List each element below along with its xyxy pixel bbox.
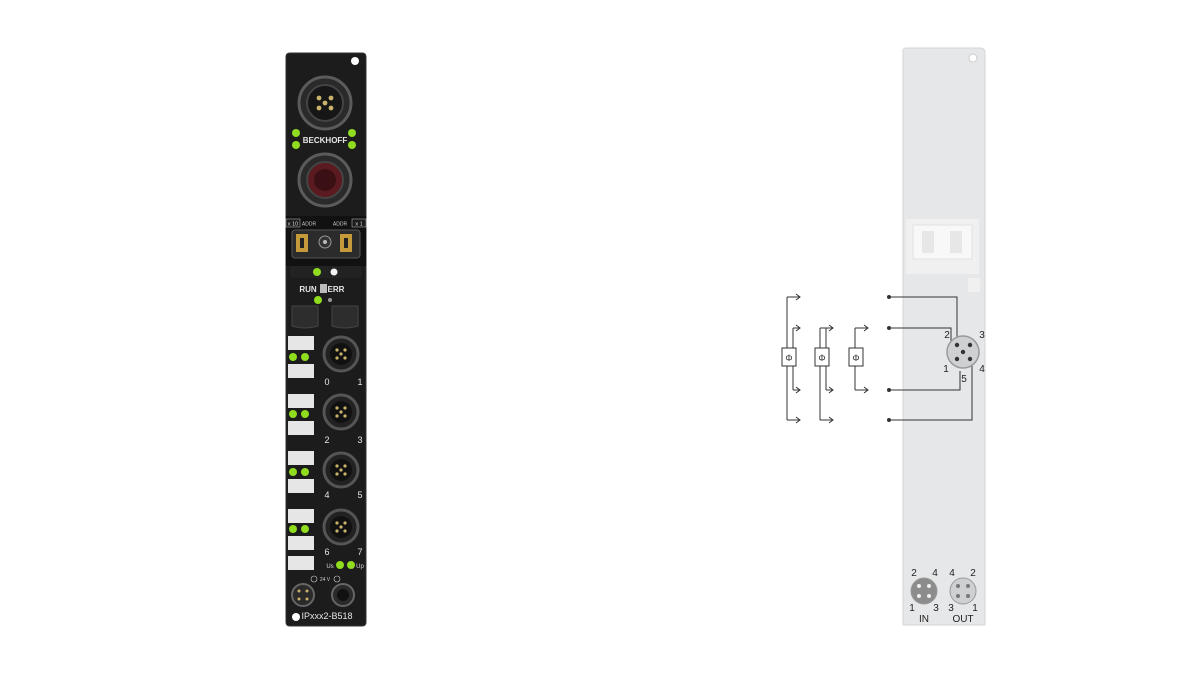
fieldbus-connector-in[interactable]	[297, 75, 353, 131]
channel-label: 7	[357, 547, 362, 557]
channel-group-2-3: 2 3	[288, 393, 363, 445]
pin-label: 1	[972, 603, 978, 614]
pin-label: 3	[948, 603, 954, 614]
pin-label: 4	[932, 568, 938, 579]
address-switch-x10[interactable]	[296, 234, 308, 252]
power-out-label: OUT	[952, 614, 973, 625]
err-led	[330, 268, 338, 276]
pin-label: 2	[970, 568, 976, 579]
channel-label: 1	[357, 377, 362, 387]
fieldbus-connector-out[interactable]	[297, 152, 353, 208]
channel-label: 6	[324, 547, 329, 557]
channel-label: 5	[357, 490, 362, 500]
status-led	[292, 129, 300, 137]
up-label: Up	[356, 564, 364, 570]
svg-text:Φ: Φ	[785, 353, 792, 363]
up-led	[347, 561, 355, 569]
run-label: RUN	[299, 285, 317, 294]
power-connector-in[interactable]	[291, 583, 315, 607]
power-in-pinout: 2 4 1 3 IN	[909, 568, 939, 625]
model-label: IPxxx2-B518	[301, 611, 352, 621]
pin-label: 2	[944, 330, 950, 341]
io-connector-0-1[interactable]	[322, 335, 360, 373]
panel-body	[902, 47, 986, 626]
power-in-label: IN	[919, 614, 929, 625]
brand-logo-text: BECKHOFF	[303, 136, 348, 145]
io-connector-6-7[interactable]	[322, 508, 360, 546]
us-label: Us	[326, 564, 333, 570]
module-front: BECKHOFF x 10 ADDR ADDR x 1 RUN	[285, 52, 367, 627]
pin-label: 5	[961, 374, 967, 385]
channel-group-4-5: 4 5	[288, 451, 363, 500]
fuse-icon: Φ	[848, 347, 864, 367]
svg-text:Φ: Φ	[852, 353, 859, 363]
fuse-icon: Φ	[814, 347, 830, 367]
io-connector-2-3[interactable]	[322, 393, 360, 431]
channel-group-0-1: 0 1	[288, 335, 363, 387]
pin-label: 3	[979, 330, 985, 341]
channel-label: 3	[357, 435, 362, 445]
panel-mount-hole	[968, 53, 978, 63]
address-switch-x1[interactable]	[340, 234, 352, 252]
panel-emboss	[906, 219, 980, 292]
power-out-pinout: 4 2 3 1 OUT	[948, 568, 978, 625]
pin-label: 3	[933, 603, 939, 614]
addr-x10-label: x 10	[288, 222, 298, 228]
addr-right-label: ADDR	[333, 222, 348, 228]
run-led	[313, 268, 321, 276]
power-voltage-label: 24 V	[320, 577, 331, 583]
warning-icon	[320, 284, 327, 293]
power-connector-out[interactable]	[331, 583, 355, 607]
power-out-icon	[333, 575, 341, 583]
channel-label: 2	[324, 435, 329, 445]
power-in-icon	[310, 575, 318, 583]
mount-hole-bottom	[292, 613, 300, 621]
err-label: ERR	[328, 285, 345, 294]
channel-group-6-7: 6 7	[288, 508, 363, 557]
status-led	[348, 141, 356, 149]
connector-pinout: 2 3 1 5 4	[943, 330, 985, 385]
fuse-icon: Φ	[781, 347, 797, 367]
pin-label: 4	[979, 364, 985, 375]
status-led	[292, 141, 300, 149]
addr-left-label: ADDR	[302, 222, 317, 228]
us-led	[336, 561, 344, 569]
pin-label: 4	[949, 568, 955, 579]
pin-label: 1	[943, 364, 949, 375]
terminal-points	[887, 295, 891, 422]
power-led	[314, 296, 322, 304]
svg-text:Φ: Φ	[818, 353, 825, 363]
channel-label: 4	[324, 490, 329, 500]
pin-label: 2	[911, 568, 917, 579]
pin-label: 1	[909, 603, 915, 614]
io-connector-4-5[interactable]	[322, 451, 360, 489]
schematic-panel: Φ Φ Φ 2 3 1 5 4 2	[781, 47, 986, 626]
mount-hole-top	[351, 57, 359, 65]
addr-x1-label: x 1	[355, 222, 362, 228]
status-led	[348, 129, 356, 137]
channel-label: 0	[324, 377, 329, 387]
